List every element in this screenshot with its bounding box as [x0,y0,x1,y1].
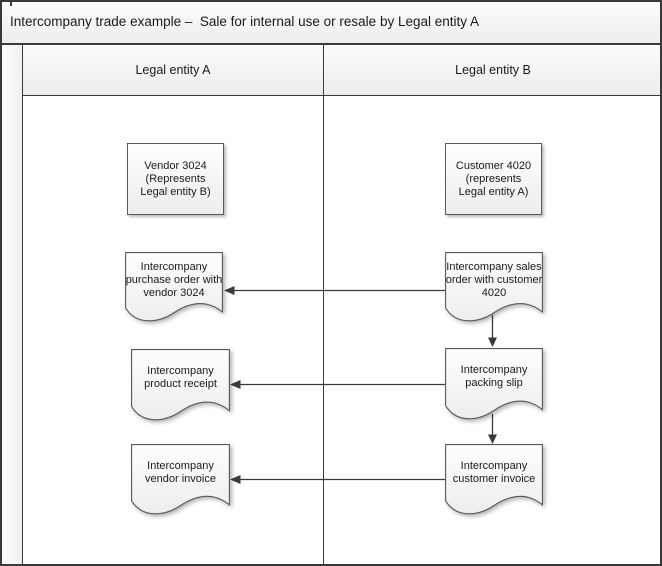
edge-packing-slip-to-product-receipt [230,380,445,389]
edge-customer-invoice-to-vendor-invoice [230,475,445,484]
diagram-title: Intercompany trade example – Sale for in… [10,14,480,29]
document-shape [445,444,543,515]
document-shape [445,252,543,322]
document-label: Intercompany customer invoice [452,459,536,485]
document-label: Intercompany sales order with customer 4… [445,261,543,299]
node-intercompany-sales-order: Intercompany sales order with customer 4… [445,252,543,323]
document-label: Intercompany purchase order with vendor … [125,261,223,299]
lane-header-legal-entity-a: Legal entity A [23,45,324,95]
document-shape [131,349,230,421]
node-vendor-3024: Vendor 3024 (Represents Legal entity B) [127,143,224,215]
lane-header-legal-entity-b: Legal entity B [324,45,662,95]
lane-divider-line [322,96,324,566]
node-intercompany-purchase-order: Intercompany purchase order with vendor … [125,252,223,323]
node-customer-4020: Customer 4020 (represents Legal entity A… [445,143,542,215]
swimlane-side-strip [0,45,23,566]
node-intercompany-packing-slip: Intercompany packing slip [445,348,543,421]
node-intercompany-vendor-invoice: Intercompany vendor invoice [131,444,230,516]
frame-notch [10,0,12,6]
lane-header-row: Legal entity A Legal entity B [23,45,662,96]
lane-label-b: Legal entity B [455,63,531,77]
document-shape [125,252,223,322]
diagram-title-band: Intercompany trade example – Sale for in… [0,0,662,45]
document-shape [131,444,230,515]
document-label: Intercompany vendor invoice [145,459,216,485]
lane-label-a: Legal entity A [135,63,211,77]
node-intercompany-product-receipt: Intercompany product receipt [131,349,230,422]
edge-sales-order-to-purchase-order [224,286,445,295]
document-label: Intercompany packing slip [460,363,528,389]
document-label: Intercompany product receipt [144,364,217,390]
document-shape [445,348,543,420]
node-intercompany-customer-invoice: Intercompany customer invoice [445,444,543,516]
